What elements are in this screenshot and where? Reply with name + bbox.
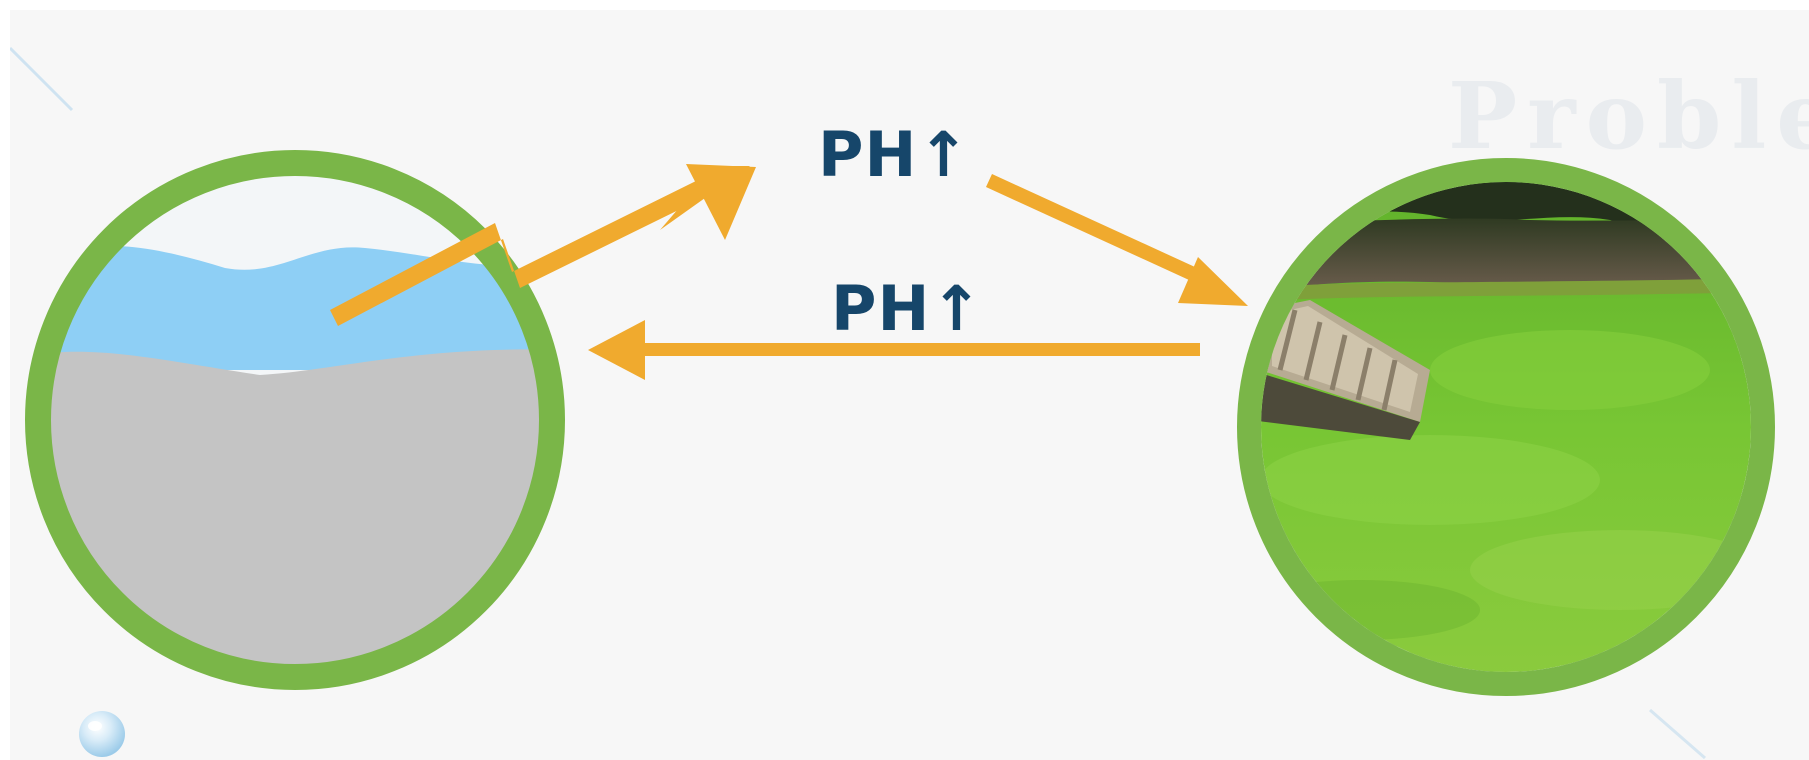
diagram-slide: Problem PH↑ PH↑ [10, 10, 1809, 760]
pond-ring [25, 150, 565, 690]
water-layer [50, 245, 540, 370]
lightning-arrow-icon [330, 164, 756, 326]
decorative-line [10, 46, 74, 112]
algae-pond-photo [1237, 158, 1775, 696]
ph-label-upper: PH↑ [818, 118, 971, 191]
photo-ring [1237, 158, 1775, 696]
arrow-to-algae [986, 174, 1248, 306]
arrow-to-pond [588, 320, 1200, 380]
wooden-ramp [1261, 300, 1430, 440]
decorative-line [1649, 708, 1706, 760]
water-bubble-icon [79, 711, 125, 757]
pond-cross-section-icon [25, 150, 565, 690]
watermark-title: Problem [1448, 62, 1809, 170]
diagram-canvas [10, 46, 1775, 760]
ph-label-lower: PH↑ [831, 272, 984, 345]
sediment-layer [50, 349, 540, 665]
